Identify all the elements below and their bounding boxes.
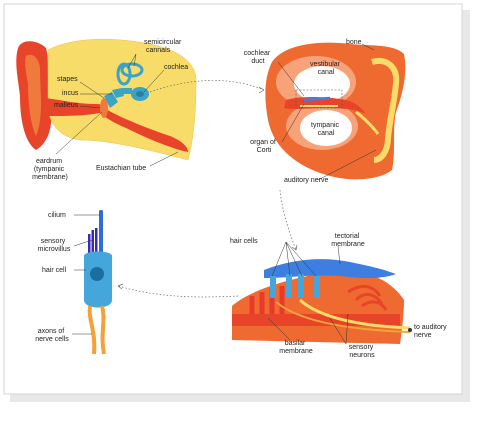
label-sensory-neurons: sensory neurons: [349, 344, 375, 359]
organ-of-corti-illustration: [232, 259, 412, 344]
leader-lines: [55, 43, 377, 345]
label-hair-cells: hair cells: [230, 238, 258, 245]
label-cilium: cilium: [48, 212, 66, 219]
label-cochlear-duct: cochlear duct: [244, 50, 272, 65]
label-basilar-membrane: basilar membrane: [279, 340, 313, 355]
label-auditory-nerve: auditory nerve: [284, 177, 328, 184]
label-bone: bone: [346, 39, 362, 46]
cilium-shape: [99, 210, 103, 254]
label-vestibular-canal: vestibular canal: [310, 61, 342, 76]
cochlea-cross-section: [265, 42, 406, 180]
label-hair-cell: hair cell: [42, 267, 67, 274]
label-eustachian-tube: Eustachian tube: [96, 165, 146, 172]
hair-cell-illustration: [84, 210, 112, 355]
ear-anatomy: [16, 38, 197, 161]
label-to-auditory-nerve: to auditory nerve: [414, 324, 449, 339]
label-organ-of-corti: organ of Corti: [250, 139, 278, 154]
label-cochlea: cochlea: [164, 64, 188, 71]
label-incus: incus: [62, 90, 79, 97]
label-eardrum: eardrum (tympanic membrane): [32, 158, 68, 181]
label-stapes: stapes: [57, 76, 78, 83]
label-axons: axons of nerve cells: [35, 328, 69, 343]
label-semicircular-canals: semicircular cannals: [144, 39, 183, 54]
label-sensory-microvillus: sensory microvillus: [38, 238, 71, 253]
label-tympanic-canal: tympanic canal: [311, 122, 341, 137]
label-tectorial-membrane: tectorial membrane: [331, 233, 365, 248]
flow-connectors: [117, 80, 298, 298]
label-malleus: malleus: [54, 102, 79, 109]
hair-cell-nucleus: [90, 267, 104, 281]
